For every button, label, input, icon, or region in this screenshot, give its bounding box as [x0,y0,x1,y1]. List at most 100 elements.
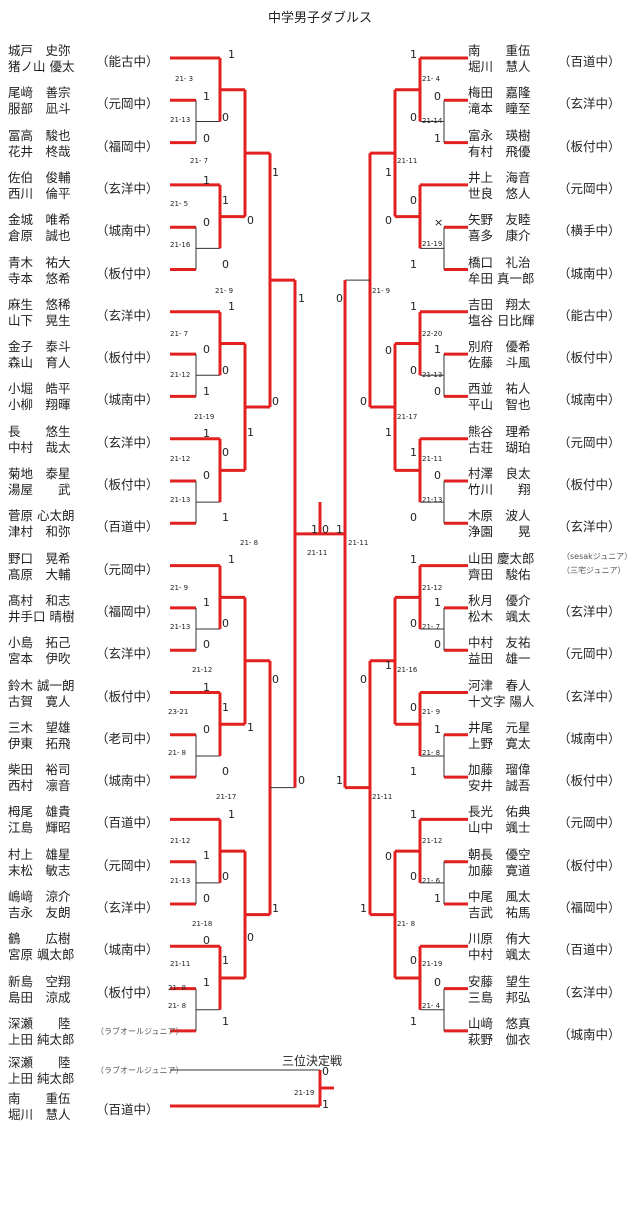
result-mark: 1 [336,523,343,536]
right-team-entry: 井上 海音世良 悠人（元岡中） [468,170,640,202]
player-name: 猪ノ山 優太 [8,59,75,74]
right-team-entry: 南 重伍堀川 慧人（百道中） [468,43,640,75]
result-mark: 1 [272,166,279,179]
result-mark: 0 [203,892,210,905]
player-names: 中尾 風太吉武 祐馬 [468,889,558,921]
result-mark: 1 [322,1098,329,1111]
result-mark: 1 [434,343,441,356]
match-score: 21-12 [170,455,190,463]
result-mark: 1 [311,523,318,536]
right-team-entry: 矢野 友睦喜多 康介（横手中） [468,212,640,244]
result-mark: 1 [434,132,441,145]
school-name: （板付中） [96,350,159,366]
school-name: （玄洋中） [96,900,159,915]
right-team-entry: 川原 侑大中村 颯太（百道中） [468,931,640,963]
school-name: （百道中） [96,1102,159,1117]
result-mark: 0 [410,954,417,967]
match-score: 21-18 [192,920,212,928]
result-mark: 1 [410,300,417,313]
school-name: （板付中） [96,477,159,492]
left-team-entry: 菊地 泰星湯屋 武（板付中） [0,466,310,498]
match-score: 21- 7 [170,330,188,338]
school-name: （老司中） [96,730,159,746]
result-mark: 0 [247,214,254,227]
player-name: 西並 祐人 [468,381,531,397]
school-name: （ラブオールジュニア） [96,1026,184,1036]
result-mark: 0 [222,446,229,459]
school-name: （横手中） [558,223,621,239]
player-names: 木原 波人浄園 晃 [468,508,558,540]
result-mark: 0 [272,673,279,686]
school-name: （元岡中） [558,646,621,662]
left-team-entry: 南 重伍堀川 慧人（百道中） [0,1091,310,1123]
result-mark: 1 [410,553,417,566]
player-name: 三木 望雄 [8,719,71,735]
player-name: 金子 泰斗 [8,339,71,355]
result-mark: 0 [298,774,305,787]
result-mark: 0 [322,523,329,536]
player-names: 青木 祐大寺本 悠希 [8,255,98,287]
result-mark: 1 [434,723,441,736]
school-name: （板付中） [96,688,159,704]
player-names: 深瀬 陸上田 純太郎 [8,1055,98,1087]
result-mark: 0 [385,850,392,863]
school-name: （板付中） [558,477,621,492]
player-names: 柴田 裕司西村 凛音 [8,762,98,794]
right-team-entry: 秋月 優介松木 颯太（玄洋中） [468,593,640,625]
school-name: （城南中） [558,730,621,746]
school-name: （玄洋中） [558,96,621,112]
player-names: 嶋﨑 涼介吉永 友朗 [8,889,98,921]
school-name: （能古中） [558,307,621,323]
match-score: 21-13 [170,116,190,124]
player-names: 菊地 泰星湯屋 武 [8,466,98,498]
player-name: 深瀬 陸 [8,1055,71,1070]
school-name: （玄洋中） [96,434,159,450]
school-name: （玄洋中） [558,519,621,535]
player-name: 髙原 大輔 [8,566,71,582]
player-names: 鈴木 誠一朗古賀 寛人 [8,678,98,710]
result-mark: 1 [203,976,210,989]
match-score: 21- 4 [422,1002,441,1010]
school-name: （城南中） [96,773,159,789]
match-score: 21-11 [170,960,190,968]
left-team-entry: 城戸 史弥猪ノ山 優太（能古中） [0,43,310,75]
left-team-entry: 菅原 心太朗津村 和弥（百道中） [0,508,310,540]
player-name: 加藤 瑠偉 [468,762,531,778]
left-team-entry: 村上 雄星末松 敏志（元岡中） [0,847,310,879]
player-name: 野口 晃希 [8,550,71,566]
player-name: 山下 晃生 [8,312,71,328]
school-name: （板付中） [96,265,159,281]
third-place-score: 21-19 [294,1089,314,1097]
school-name: （三宅ジュニア） [562,565,626,575]
player-name: 朝長 優空 [468,846,531,862]
right-team-entry: 橋口 礼治牟田 真一郎（城南中） [468,255,640,287]
player-name: 麻生 悠稀 [8,296,71,312]
player-name: 森山 育人 [8,355,71,371]
player-names: 山﨑 悠真萩野 伽衣 [468,1016,558,1048]
result-mark: 0 [272,395,279,408]
player-names: 村上 雄星末松 敏志 [8,847,98,879]
player-name: 益田 雄一 [468,651,531,667]
school-name: （百道中） [558,54,621,69]
school-name: （元岡中） [558,434,621,450]
school-name: （sesakジュニア） [562,551,633,561]
player-name: 塩谷 日比輝 [468,312,535,328]
player-names: 城戸 史弥猪ノ山 優太 [8,43,98,75]
player-name: 中尾 風太 [468,889,531,904]
player-names: 中村 友祐益田 雄一 [468,635,558,667]
player-names: 鶴 広樹宮原 颯太郎 [8,931,98,963]
result-mark: 0 [222,765,229,778]
match-score: 21- 7 [422,623,440,631]
match-score: 21- 9 [372,287,390,295]
result-mark: 0 [410,364,417,377]
player-names: 井尾 元星上野 寛太 [468,720,558,752]
player-name: 南 重伍 [468,43,531,58]
player-names: 別府 優希佐藤 斗風 [468,339,558,371]
match-score: 21- 7 [190,157,208,165]
result-mark: 0 [434,976,441,989]
left-team-entry: 鈴木 誠一朗古賀 寛人（板付中） [0,678,310,710]
player-names: 長光 佑典山中 颯士 [468,804,558,836]
school-name: （玄洋中） [558,688,621,704]
player-names: 長 悠生中村 哉太 [8,424,98,456]
match-score: 21-16 [170,241,191,249]
